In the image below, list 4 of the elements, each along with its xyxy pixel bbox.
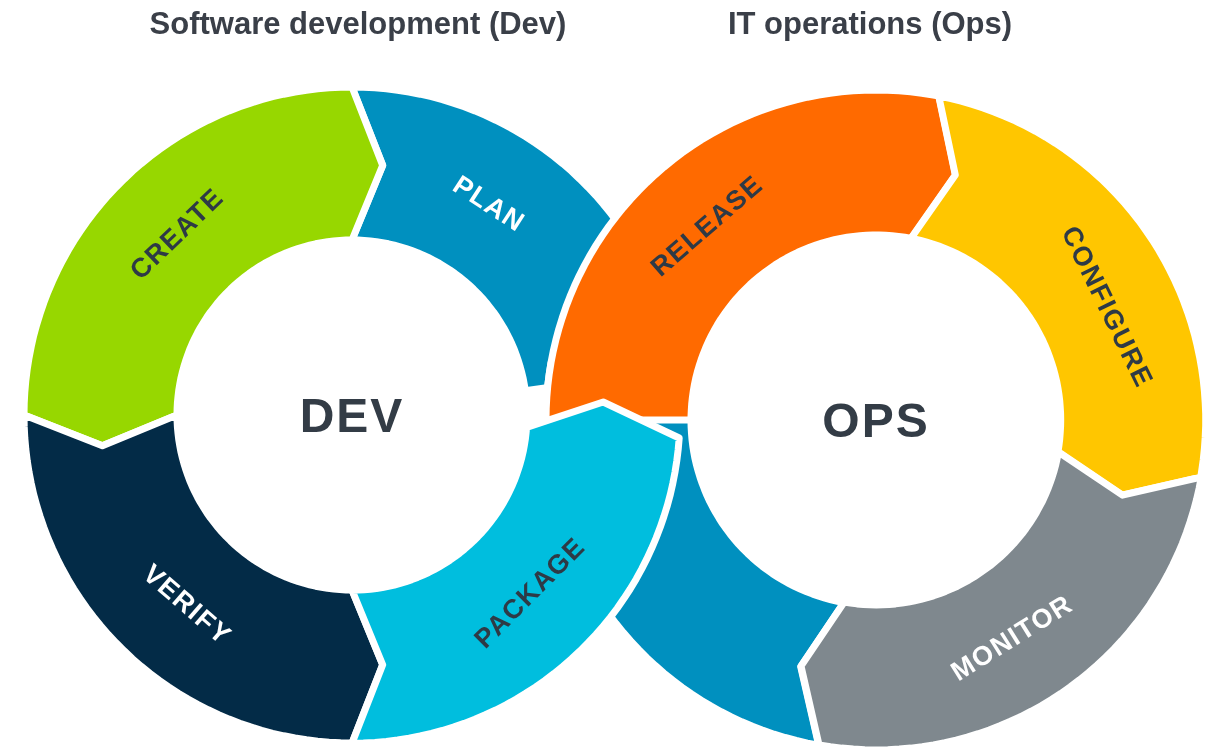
section-heading: IT operations (Ops) (727, 6, 1013, 42)
center-label: OPS (822, 392, 930, 448)
section-heading: Software development (Dev) (149, 6, 567, 42)
center-label: DEV (299, 387, 405, 443)
